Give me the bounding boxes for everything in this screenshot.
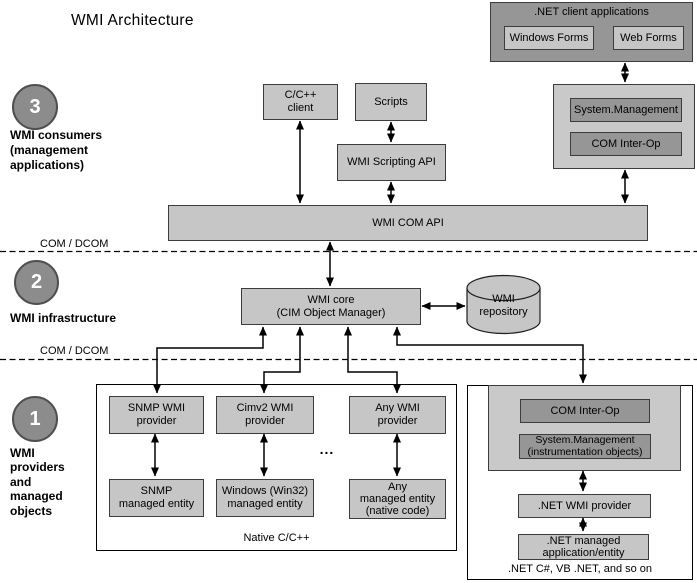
- providers-ellipsis: ...: [319, 441, 335, 457]
- any-entity-box: Any managed entity (native code): [349, 479, 446, 519]
- web-forms-label: Web Forms: [620, 31, 677, 44]
- layer-3-label: WMI consumers (management applications): [10, 128, 103, 172]
- native-providers-container: SNMP WMI provider Cimv2 WMI provider Any…: [96, 384, 457, 551]
- layer-1-badge: 1: [12, 396, 58, 442]
- cpp-client-box: C/C++ client: [263, 84, 338, 120]
- system-management-2-box: System.Management (instrumentation objec…: [519, 434, 651, 459]
- cpp-client-label: C/C++ client: [284, 89, 317, 114]
- layer-1-label: WMI providers and managed objects: [10, 446, 65, 518]
- any-provider-label: Any WMI provider: [375, 402, 420, 427]
- layer-3-badge: 3: [12, 84, 58, 130]
- dotnet-providers-container: COM Inter-Op System.Management (instrume…: [467, 385, 693, 580]
- com-inter-op-2-box: COM Inter-Op: [520, 399, 650, 423]
- layer-1-number: 1: [29, 407, 41, 430]
- wmi-core-box: WMI core (CIM Object Manager): [241, 288, 421, 325]
- dotnet-caption: .NET C#, VB .NET, and so on: [507, 563, 653, 575]
- net-client-apps-label: .NET client applications: [534, 6, 649, 18]
- scripts-label: Scripts: [374, 95, 408, 108]
- system-management-2-label: System.Management (instrumentation objec…: [527, 433, 643, 458]
- net-client-apps-box: .NET client applications Windows Forms W…: [490, 2, 693, 62]
- dotnet-interop-panel: COM Inter-Op System.Management (instrume…: [488, 385, 681, 471]
- wmi-com-api-label: WMI COM API: [372, 216, 444, 229]
- wmi-com-api-box: WMI COM API: [168, 205, 648, 241]
- any-entity-label: Any managed entity (native code): [359, 480, 436, 518]
- com-inter-op-box: COM Inter-Op: [570, 132, 682, 156]
- win32-entity-box: Windows (Win32) managed entity: [216, 479, 314, 517]
- wmi-core-label: WMI core (CIM Object Manager): [276, 293, 386, 319]
- snmp-provider-box: SNMP WMI provider: [109, 396, 204, 434]
- windows-forms-label: Windows Forms: [509, 31, 589, 44]
- page-title: WMI Architecture: [71, 12, 194, 29]
- layer-2-badge: 2: [14, 260, 59, 305]
- net-wmi-provider-box: .NET WMI provider: [518, 494, 651, 518]
- com-inter-op-2-label: COM Inter-Op: [550, 404, 620, 417]
- net-managed-entity-label: .NET managed application/entity: [542, 534, 625, 559]
- web-forms-box: Web Forms: [613, 26, 684, 50]
- native-caption: Native C/C++: [243, 532, 310, 544]
- layer-3-number: 3: [29, 95, 41, 118]
- layer-2-label: WMI infrastructure: [10, 311, 117, 325]
- boundary-upper-label: COM / DCOM: [40, 238, 109, 250]
- net-managed-entity-box: .NET managed application/entity: [518, 534, 649, 560]
- win32-entity-label: Windows (Win32) managed entity: [221, 485, 309, 510]
- system-management-container: System.Management COM Inter-Op: [553, 84, 695, 169]
- connector-core-dotnet: [393, 326, 587, 384]
- com-inter-op-label: COM Inter-Op: [591, 137, 661, 150]
- system-management-box: System.Management: [570, 98, 682, 122]
- net-wmi-provider-label: .NET WMI provider: [537, 499, 632, 512]
- wmi-repository-label: WMI repository: [479, 293, 528, 319]
- snmp-provider-label: SNMP WMI provider: [127, 402, 186, 427]
- wmi-scripting-api-box: WMI Scripting API: [337, 144, 446, 181]
- cimv2-provider-label: Cimv2 WMI provider: [236, 402, 294, 427]
- layer-2-number: 2: [30, 271, 43, 293]
- wmi-scripting-api-label: WMI Scripting API: [347, 156, 436, 169]
- scripts-box: Scripts: [355, 83, 427, 121]
- system-management-label: System.Management: [574, 103, 678, 116]
- boundary-lower-label: COM / DCOM: [40, 345, 109, 357]
- cimv2-provider-box: Cimv2 WMI provider: [216, 396, 314, 434]
- windows-forms-box: Windows Forms: [504, 26, 594, 50]
- any-provider-box: Any WMI provider: [349, 396, 446, 434]
- snmp-entity-box: SNMP managed entity: [109, 479, 204, 517]
- snmp-entity-label: SNMP managed entity: [118, 485, 195, 510]
